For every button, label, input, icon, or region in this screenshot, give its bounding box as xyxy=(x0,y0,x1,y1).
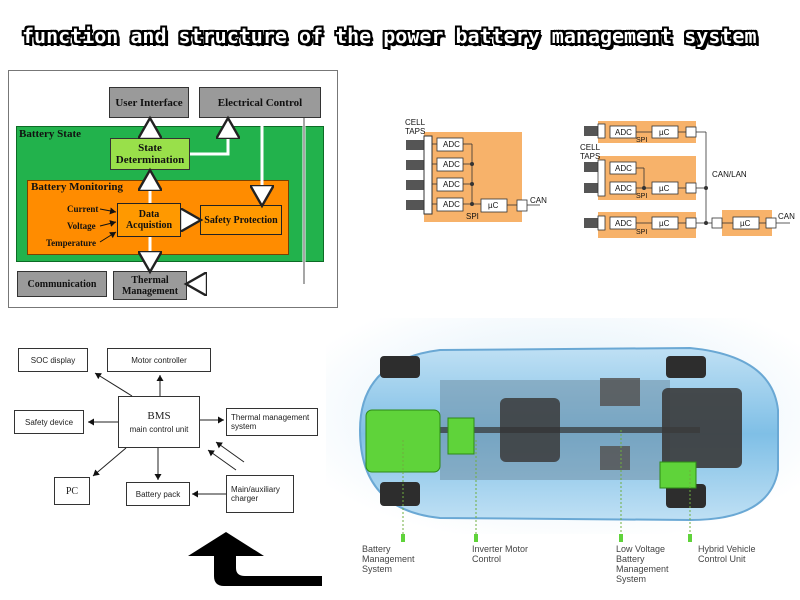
temperature-label: Temperature xyxy=(46,238,96,248)
can-lan-label: CAN/LAN xyxy=(712,170,747,179)
curved-arrow-icon xyxy=(188,532,322,586)
spi-label: SPI xyxy=(636,229,648,236)
bms-box: BMS main control unit xyxy=(118,396,200,448)
voltage-label: Voltage xyxy=(67,221,96,231)
battery-pack-box: Battery pack xyxy=(126,482,190,506)
uc-label: µC xyxy=(740,219,751,228)
adc-label: ADC xyxy=(443,180,460,189)
pc-box: PC xyxy=(54,477,90,505)
can-label: CAN xyxy=(530,196,547,205)
state-determination-box: State Determination xyxy=(110,138,190,170)
spi-label: SPI xyxy=(636,193,648,200)
data-acquisition-box: Data Acquistion xyxy=(117,203,181,237)
cell-tap-bars xyxy=(406,140,424,210)
thermal-management-system-box: Thermal management system xyxy=(226,408,318,436)
uc-label: µC xyxy=(659,184,670,193)
page-title: function and structure of the power batt… xyxy=(22,24,757,48)
cell-taps-label: CELL TAPS xyxy=(405,118,426,136)
safety-device-box: Safety device xyxy=(14,410,84,434)
bms-label: BMS xyxy=(147,410,171,422)
battery-monitoring-label: Battery Monitoring xyxy=(31,181,123,193)
motor-controller-box: Motor controller xyxy=(107,348,211,372)
uc-label: µC xyxy=(659,128,670,137)
main-control-unit-label: main control unit xyxy=(129,425,189,434)
adc-label: ADC xyxy=(443,140,460,149)
uc-label: µC xyxy=(488,201,499,210)
safety-protection-box: Safety Protection xyxy=(200,205,282,235)
spi-label: SPI xyxy=(466,212,479,221)
adc-label: ADC xyxy=(615,184,632,193)
can-label: CAN xyxy=(778,212,795,221)
uc-label: µC xyxy=(659,219,670,228)
cell-taps-label: CELL TAPS xyxy=(580,143,601,161)
adc-label: ADC xyxy=(443,200,460,209)
car-label-hybrid-control: Hybrid Vehicle Control Unit xyxy=(698,544,756,564)
adc-label: ADC xyxy=(615,164,632,173)
car-label-bms: Battery Management System xyxy=(362,544,415,574)
charger-box: Main/auxiliary charger xyxy=(226,475,294,513)
car-label-low-voltage: Low Voltage Battery Management System xyxy=(616,544,669,584)
adc-label: ADC xyxy=(615,128,632,137)
adc-label: ADC xyxy=(615,219,632,228)
electrical-control-box: Electrical Control xyxy=(199,87,321,118)
spi-label: SPI xyxy=(636,137,648,144)
adc-label: ADC xyxy=(443,160,460,169)
battery-state-label: Battery State xyxy=(19,128,82,140)
car-label-inverter: Inverter Motor Control xyxy=(472,544,529,564)
soc-display-box: SOC display xyxy=(18,348,88,372)
thermal-management-box: Thermal Management xyxy=(113,271,187,300)
current-label: Current xyxy=(67,204,99,214)
communication-box: Communication xyxy=(17,271,107,297)
